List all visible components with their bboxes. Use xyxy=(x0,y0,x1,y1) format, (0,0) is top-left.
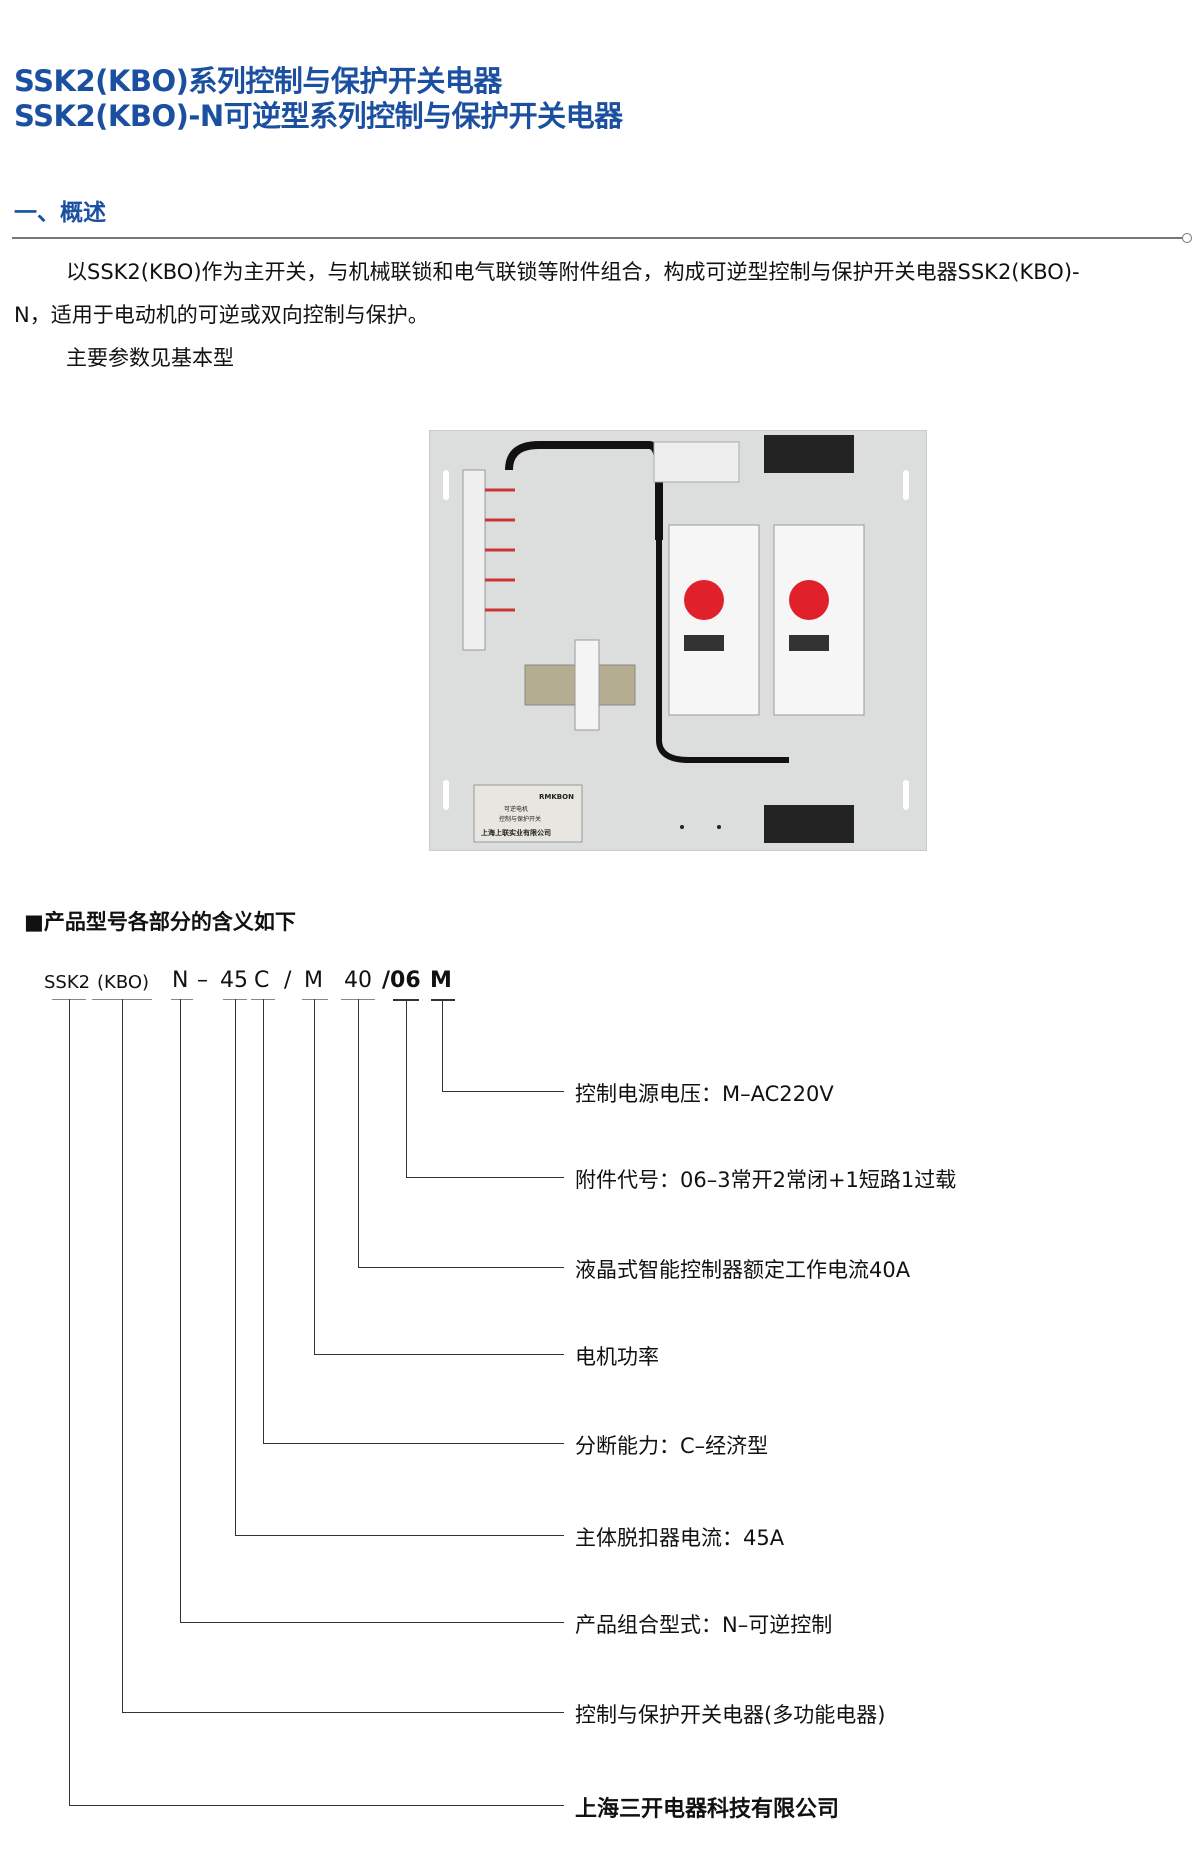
model-heading: ■产品型号各部分的含义如下 xyxy=(24,910,296,934)
code-n: N xyxy=(172,968,189,993)
code-kbo: (KBO) xyxy=(97,972,150,993)
code-m-end: M xyxy=(430,968,452,993)
title-line-1: SSK2(KBO)系列控制与保护开关电器 xyxy=(14,64,502,98)
divider xyxy=(12,237,1184,239)
label-motor-power: 电机功率 xyxy=(575,1345,659,1369)
overview-paragraph-line-1: 以SSK2(KBO)作为主开关，与机械联锁和电气联锁等附件组合，构成可逆型控制与… xyxy=(66,260,1080,284)
code-06: /06 xyxy=(382,968,421,993)
label-combination-type: 产品组合型式：N–可逆控制 xyxy=(575,1613,833,1637)
code-m: M xyxy=(304,968,323,993)
code-ssk2: SSK2 xyxy=(44,972,91,993)
nameplate-brand: RMKBON xyxy=(539,793,574,801)
divider-end-dot xyxy=(1182,233,1192,243)
overview-paragraph-line-2: N，适用于电动机的可逆或双向控制与保护。 xyxy=(14,303,429,327)
label-trip-current: 主体脱扣器电流：45A xyxy=(575,1526,785,1550)
code-c: C xyxy=(254,968,270,993)
product-photo: RMKBON 可逆电机 控制与保护开关 上海上联实业有限公司 xyxy=(428,429,928,852)
code-40: 40 xyxy=(344,968,372,993)
overview-paragraph-line-3: 主要参数见基本型 xyxy=(66,346,234,370)
code-dash: – xyxy=(197,968,208,993)
code-45: 45 xyxy=(220,968,248,993)
section-heading-overview: 一、概述 xyxy=(14,200,106,226)
nameplate-text-1: 可逆电机 xyxy=(504,805,528,813)
title-line-2: SSK2(KBO)-N可逆型系列控制与保护开关电器 xyxy=(14,99,623,133)
label-breaking-capacity: 分断能力：C–经济型 xyxy=(575,1434,769,1458)
label-control-voltage: 控制电源电压：M–AC220V xyxy=(575,1082,834,1106)
label-product-type: 控制与保护开关电器(多功能电器) xyxy=(575,1703,886,1727)
code-slash: / xyxy=(284,968,292,993)
nameplate-text-2: 控制与保护开关 xyxy=(499,815,541,823)
nameplate-company: 上海上联实业有限公司 xyxy=(481,828,551,837)
label-lcd-controller-current: 液晶式智能控制器额定工作电流40A xyxy=(575,1258,911,1282)
label-company: 上海三开电器科技有限公司 xyxy=(575,1797,840,1822)
label-accessory-code: 附件代号：06–3常开2常闭+1短路1过载 xyxy=(575,1168,957,1192)
